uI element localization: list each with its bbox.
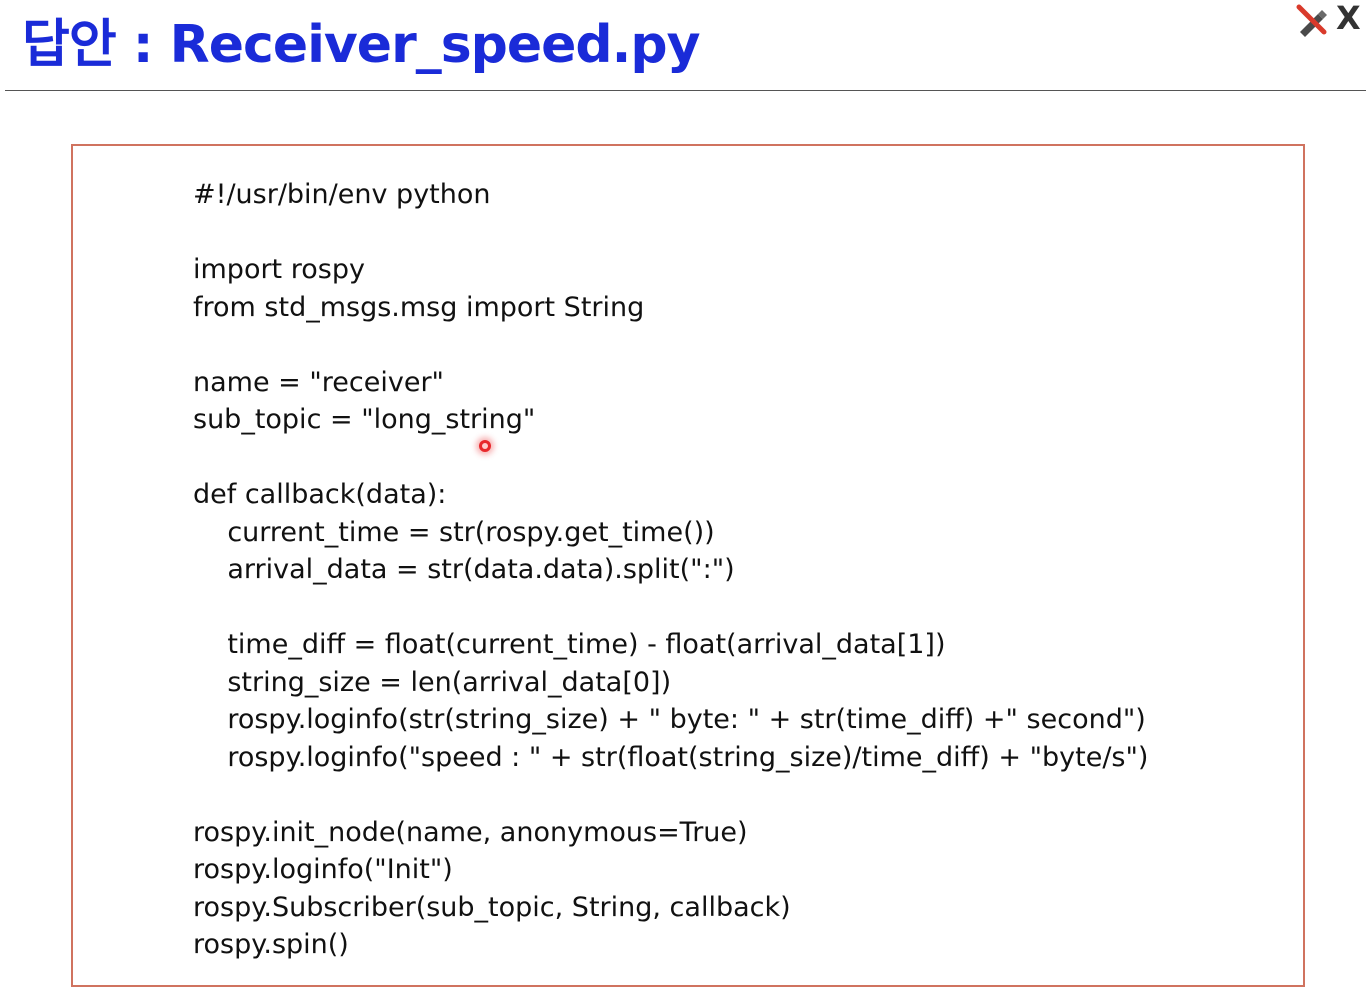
close-icon[interactable]: X <box>1336 0 1361 37</box>
code-line: time_diff = float(current_time) - float(… <box>193 629 946 660</box>
code-line: current_time = str(rospy.get_time()) <box>193 516 715 548</box>
code-line: rospy.loginfo(str(string_size) + " byte:… <box>193 704 1146 735</box>
code-block: #!/usr/bin/env python import rospy from st… <box>71 144 1305 987</box>
title-divider <box>5 90 1366 91</box>
slide-title: 답안 : Receiver_speed.py <box>22 15 701 75</box>
code-line: rospy.init_node(name, anonymous=True) <box>193 816 748 848</box>
code-line <box>193 214 1148 252</box>
code-line: name = "receiver" <box>193 366 444 398</box>
code-line: from std_msgs.msg import String <box>193 291 645 323</box>
code-line <box>193 589 1148 627</box>
code-line: rospy.Subscriber(sub_topic, String, call… <box>193 891 791 923</box>
code-line <box>193 439 1148 477</box>
code-line: rospy.loginfo("Init") <box>193 854 453 885</box>
code-line: string_size = len(arrival_data[0]) <box>193 666 672 698</box>
code-line: arrival_data = str(data.data).split(":") <box>193 554 735 585</box>
code-line: def callback(data): <box>193 479 447 510</box>
presentation-toolbar: X <box>1290 0 1366 40</box>
code-line: rospy.loginfo("speed : " + str(float(str… <box>193 741 1149 773</box>
code-line <box>193 326 1148 364</box>
code-line: #!/usr/bin/env python <box>193 179 491 210</box>
code-line <box>193 776 1148 814</box>
code-line: import rospy <box>193 254 365 285</box>
code-line: sub_topic = "long_string" <box>193 404 536 435</box>
laser-pointer-icon <box>479 440 491 452</box>
code-line: rospy.spin() <box>193 929 349 960</box>
pen-off-icon[interactable] <box>1294 2 1330 38</box>
code-lines: #!/usr/bin/env python import rospy from st… <box>193 176 1148 964</box>
